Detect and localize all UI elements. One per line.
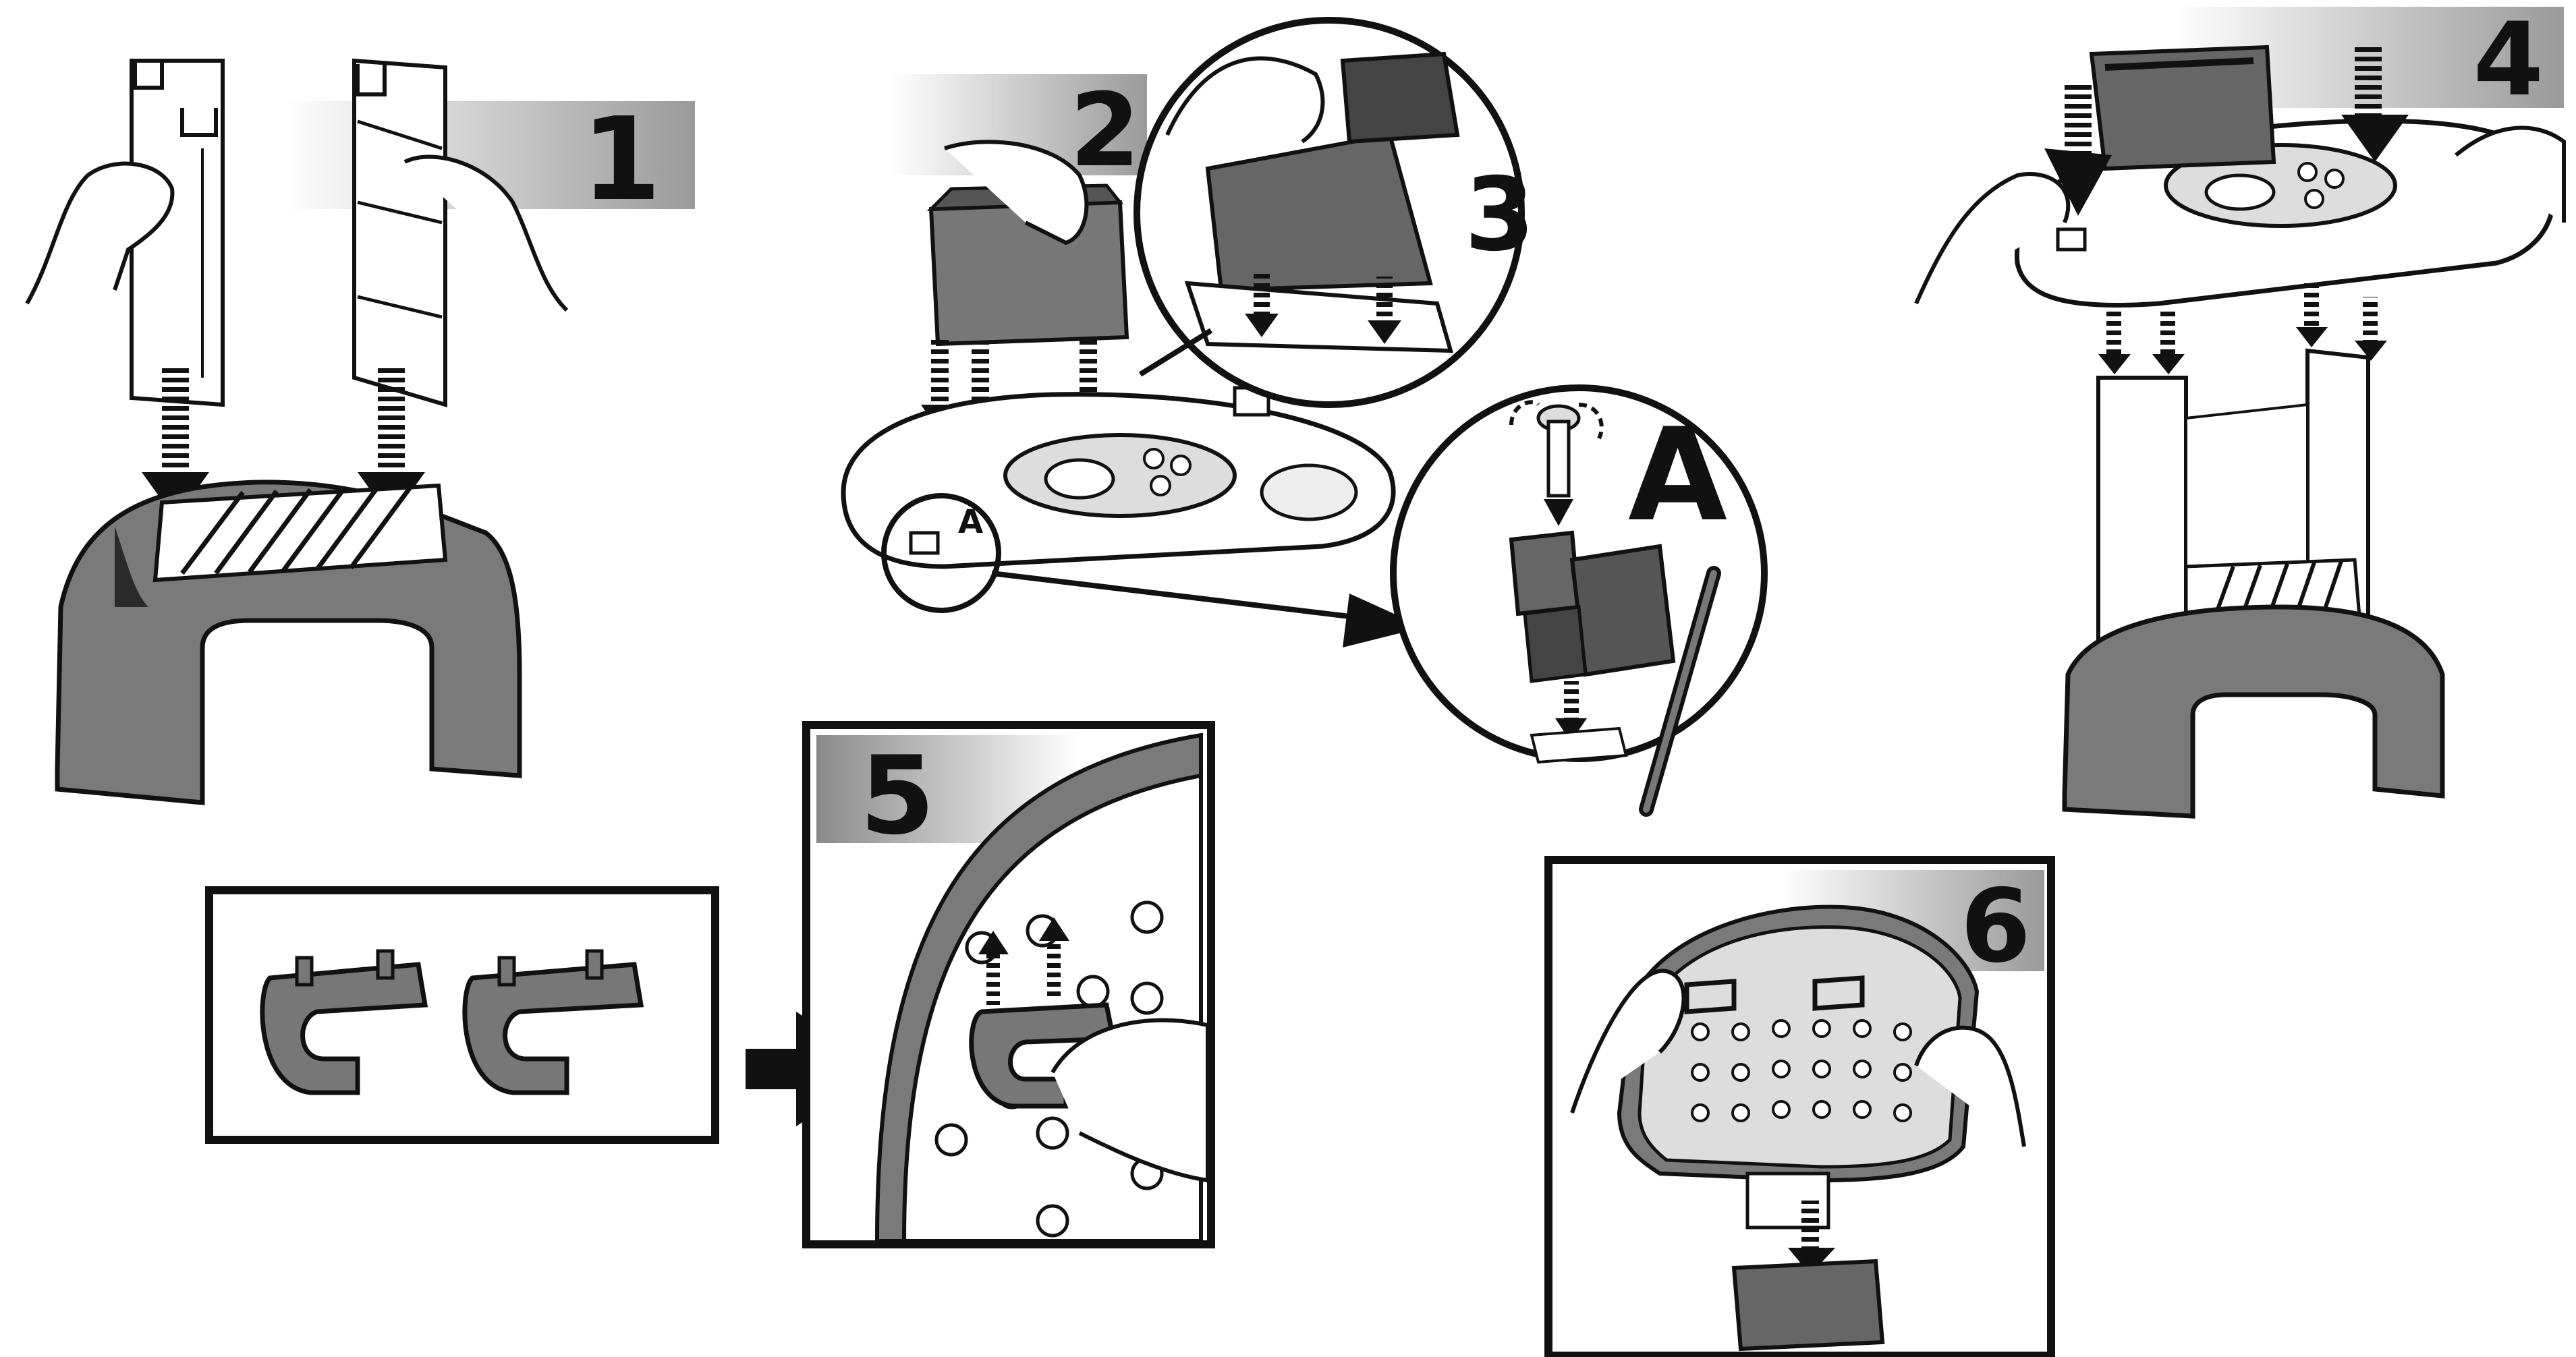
step-4-number: 4 — [2473, 1, 2544, 119]
step-5-panel: 5 — [806, 725, 1211, 1244]
storage-box — [1734, 1261, 1882, 1349]
step-3-number: 3 — [1465, 156, 1535, 274]
down-arrow-icon — [2152, 310, 2185, 374]
step-6-panel: 6 — [1548, 860, 2051, 1356]
hand-icon — [1167, 59, 1322, 142]
screw-hole — [911, 533, 938, 553]
step-5-number: 5 — [860, 732, 934, 859]
step-1-panel: 1 — [27, 61, 695, 803]
down-arrow-icon — [2355, 297, 2387, 361]
step-3-panel: 3 — [1137, 20, 1535, 405]
pointer-arrow-icon — [992, 573, 1424, 647]
step-6-number: 6 — [1961, 868, 2031, 985]
step-2-number: 2 — [1070, 72, 1140, 190]
base-stand — [2065, 607, 2442, 816]
step-1-number: 1 — [582, 93, 661, 227]
down-arrow-icon — [2296, 283, 2328, 347]
detail-marker-label: A — [958, 503, 983, 541]
clips-panel — [209, 890, 715, 1140]
step-4-panel: 4 — [1916, 1, 2564, 816]
right-side-panel — [354, 61, 445, 405]
base-stand — [57, 482, 520, 803]
down-arrow-icon — [2098, 310, 2131, 374]
storage-box — [2092, 47, 2274, 169]
detail-a-panel: A — [1393, 388, 1764, 809]
detail-a-label: A — [1628, 401, 1727, 550]
